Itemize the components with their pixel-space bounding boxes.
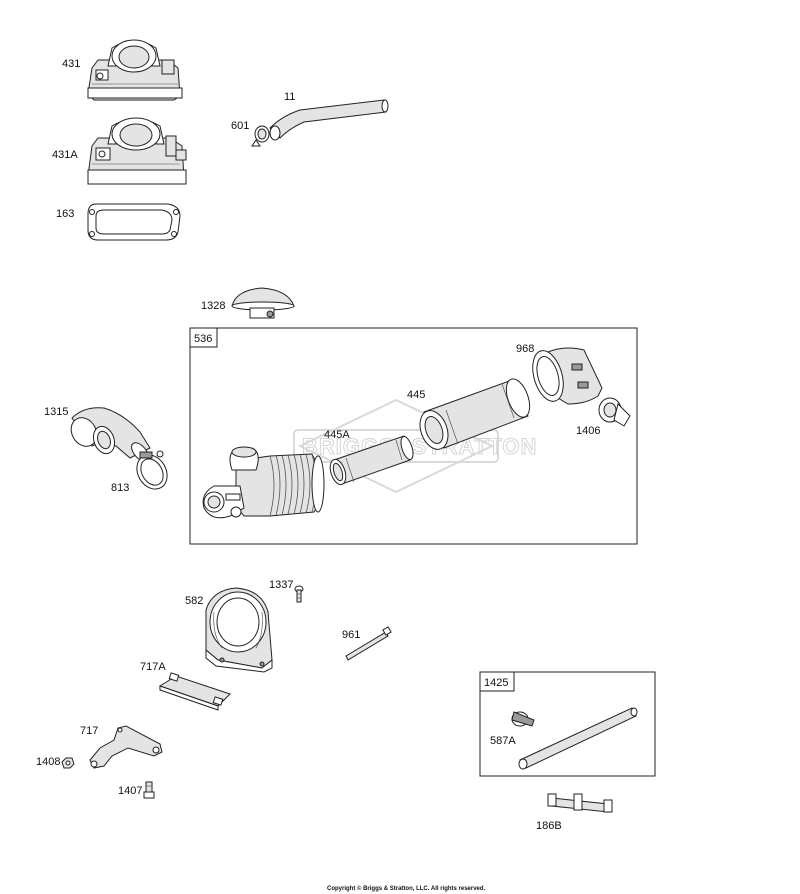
bolt-1407[interactable] — [143, 781, 155, 799]
watermark-text: BRIGGS&STRATTON — [302, 434, 537, 459]
copyright-notice: Copyright © Briggs & Stratton, LLC. All … — [327, 885, 486, 892]
label-717: 717 — [80, 725, 98, 737]
label-813: 813 — [111, 482, 129, 494]
label-1328: 1328 — [201, 300, 225, 312]
label-431: 431 — [62, 58, 80, 70]
label-445a: 445A — [324, 429, 350, 441]
label-601: 601 — [231, 120, 249, 132]
watermark: BRIGGS&STRATTON — [293, 398, 537, 494]
hose-11[interactable] — [269, 99, 389, 141]
label-186b: 186B — [536, 820, 562, 832]
housing-ribs — [269, 453, 317, 517]
elbow-hose-1315[interactable] — [66, 407, 152, 465]
label-1407: 1407 — [118, 785, 142, 797]
label-1425: 1425 — [484, 677, 508, 689]
mounting-bracket-582[interactable] — [205, 587, 273, 673]
air-cleaner-housing[interactable] — [202, 446, 325, 519]
clamp-601[interactable] — [251, 125, 270, 147]
outer-filter-445[interactable] — [415, 376, 534, 453]
tube-1425[interactable] — [518, 707, 638, 770]
label-961: 961 — [342, 629, 360, 641]
clamp-813[interactable] — [131, 449, 173, 494]
valve-1406[interactable] — [598, 397, 631, 427]
label-536: 536 — [194, 333, 212, 345]
label-717a: 717A — [140, 661, 166, 673]
bracket-717[interactable] — [89, 725, 163, 769]
plate-717a[interactable] — [158, 672, 231, 711]
label-1408: 1408 — [36, 756, 60, 768]
label-11: 11 — [284, 91, 295, 103]
gasket-163[interactable] — [87, 203, 181, 241]
label-968: 968 — [516, 343, 534, 355]
label-1406: 1406 — [576, 425, 600, 437]
screw-1337[interactable] — [294, 585, 304, 603]
fitting-186b[interactable] — [547, 793, 613, 813]
kit-box-1425 — [479, 671, 656, 777]
label-445: 445 — [407, 389, 425, 401]
throttle-body-431a[interactable] — [87, 117, 187, 185]
cap-1328[interactable] — [231, 287, 295, 319]
inner-filter-445a[interactable] — [327, 435, 415, 486]
nut-1408[interactable] — [61, 757, 75, 769]
label-587a: 587A — [490, 735, 516, 747]
assembly-box-536 — [189, 327, 638, 545]
throttle-body-431[interactable] — [87, 39, 183, 101]
rod-961[interactable] — [345, 626, 392, 661]
label-163: 163 — [56, 208, 74, 220]
clip-587a[interactable] — [511, 711, 535, 727]
cover-968[interactable] — [527, 347, 603, 405]
label-582: 582 — [185, 595, 203, 607]
label-1315: 1315 — [44, 406, 68, 418]
label-431a: 431A — [52, 149, 78, 161]
label-1337: 1337 — [269, 579, 293, 591]
